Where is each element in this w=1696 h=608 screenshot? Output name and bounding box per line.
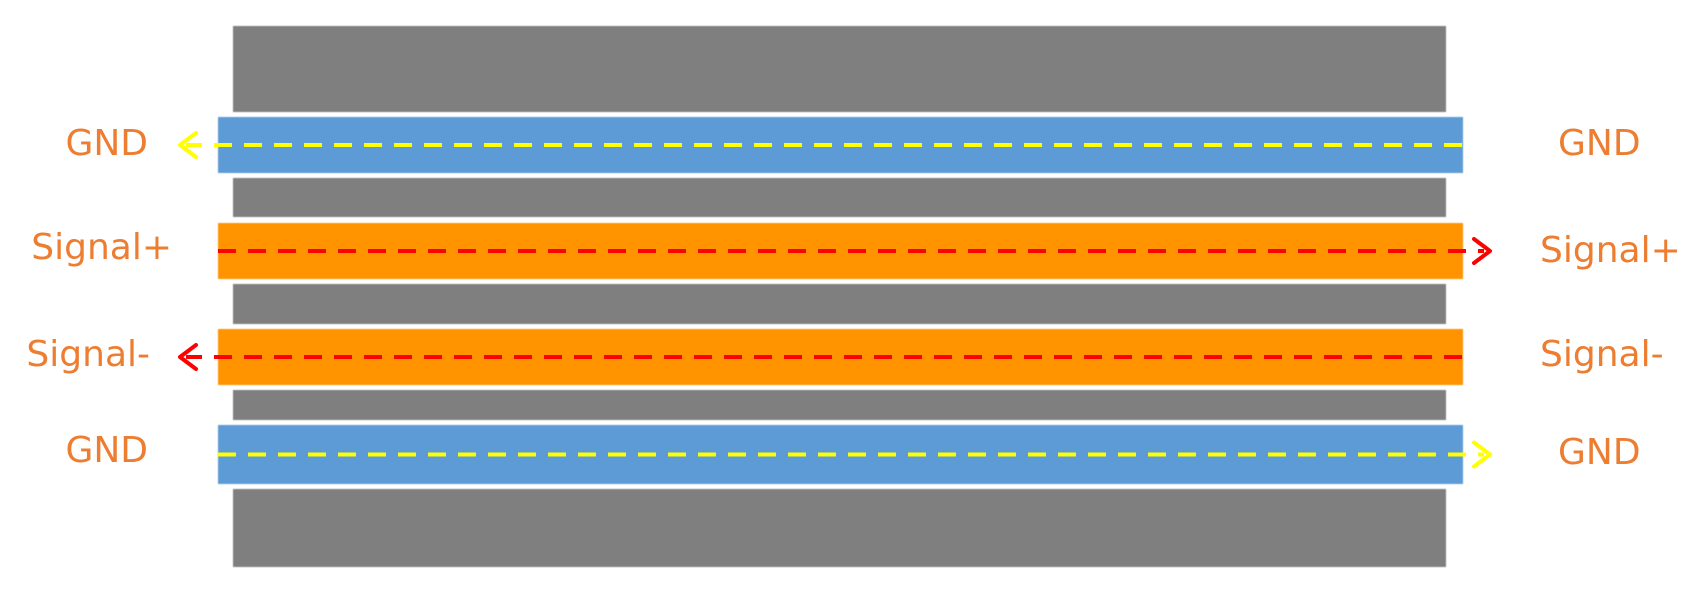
- label-signal-minus-right: Signal-: [1540, 334, 1664, 375]
- label-signal-plus-right: Signal+: [1540, 230, 1681, 271]
- arrow-left-icon: [178, 131, 198, 159]
- arrow-left-icon: [178, 343, 198, 371]
- label-gnd-bottom-right: GND: [1558, 432, 1641, 473]
- label-signal-minus-left: Signal-: [26, 334, 150, 375]
- dielectric-layer: [233, 489, 1446, 567]
- arrow-right-icon: [1472, 440, 1492, 469]
- dielectric-layer: [233, 26, 1446, 112]
- dielectric-layer: [233, 284, 1446, 324]
- dielectric-layer: [233, 390, 1446, 420]
- label-signal-plus-left: Signal+: [31, 227, 172, 268]
- label-gnd-top-right: GND: [1558, 123, 1641, 164]
- label-gnd-top-left: GND: [65, 123, 148, 164]
- dielectric-layer: [233, 178, 1446, 217]
- label-gnd-bottom-left: GND: [65, 430, 148, 471]
- arrow-right-icon: [1472, 237, 1492, 265]
